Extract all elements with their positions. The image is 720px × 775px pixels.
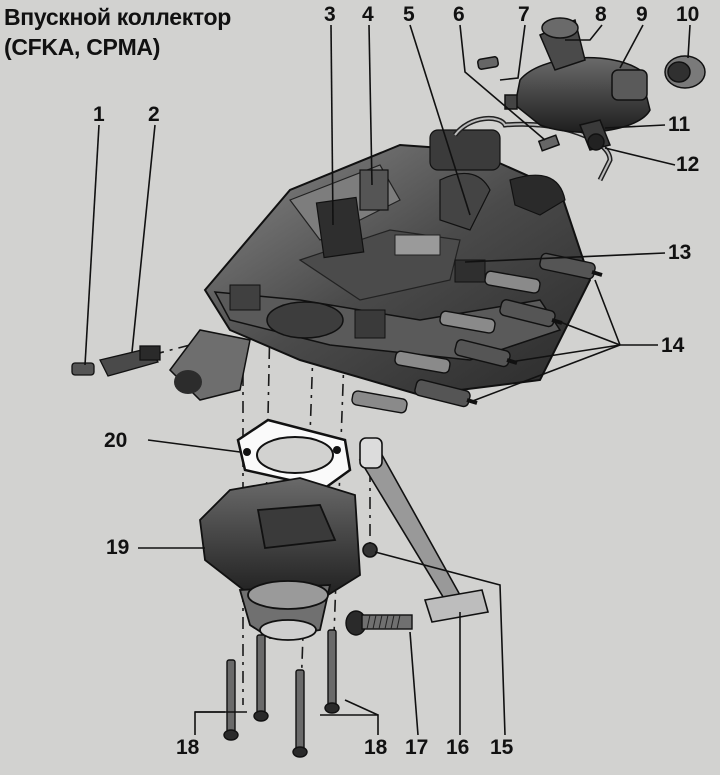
intake-manifold: [169, 115, 613, 401]
callout-3: 3: [324, 3, 336, 26]
callout-18-left: 18: [176, 736, 200, 759]
callout-5: 5: [403, 3, 415, 26]
callout-11: 11: [668, 113, 691, 136]
bracket-bolt: [345, 610, 413, 636]
callout-2: 2: [148, 103, 160, 126]
callout-14: 14: [661, 334, 685, 357]
callout-10: 10: [676, 3, 700, 26]
callout-6: 6: [453, 3, 465, 26]
callout-1: 1: [93, 103, 105, 126]
callout-7: 7: [518, 3, 530, 26]
callout-19: 19: [106, 536, 130, 559]
callout-17: 17: [405, 736, 429, 759]
callout-16: 16: [446, 736, 470, 759]
callout-13: 13: [668, 241, 692, 264]
gasket: [236, 418, 352, 490]
title-line-1: Впускной коллектор: [4, 4, 232, 30]
title-line-2: (CFKA, CPMA): [4, 34, 161, 60]
callout-9: 9: [636, 3, 648, 26]
coolant-housing: [477, 17, 706, 152]
diagram-title: Впускной коллектор (CFKA, CPMA): [4, 2, 231, 62]
support-bracket: [358, 437, 490, 623]
callout-8: 8: [595, 3, 607, 26]
callout-20: 20: [104, 429, 128, 452]
callout-18-right: 18: [364, 736, 388, 759]
throttle-body: [199, 477, 361, 641]
bolt-and-sensor: [71, 345, 161, 377]
leader-lines: [84, 24, 691, 736]
callout-4: 4: [362, 3, 374, 26]
mounting-bolts: [223, 629, 340, 758]
callout-12: 12: [676, 153, 700, 176]
callout-15: 15: [490, 736, 514, 759]
fuel-injectors: [351, 252, 603, 414]
